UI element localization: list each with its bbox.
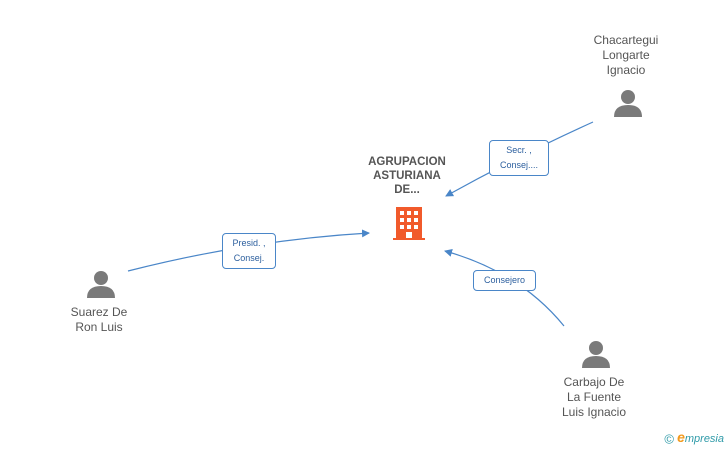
person-name-suarez[interactable]: Suarez De Ron Luis (49, 305, 149, 335)
person-line: Ignacio (606, 63, 646, 77)
person-icon[interactable] (613, 88, 643, 118)
person-line: Ron Luis (75, 320, 123, 334)
relation-label-carbajo[interactable]: Consejero (473, 270, 536, 291)
brand-logo-e: e (677, 429, 685, 445)
person-line: Luis Ignacio (561, 405, 627, 419)
company-name-line-2: ASTURIANA (373, 170, 441, 182)
person-line: Carbajo De (563, 375, 625, 389)
brand-wordmark: mpresia (684, 433, 724, 445)
relation-line: Presid. , (232, 238, 266, 248)
person-line: La Fuente (566, 390, 622, 404)
company-name[interactable]: AGRUPACION ASTURIANA DE... (357, 155, 457, 197)
relation-label-chacartegui[interactable]: Secr. , Consej.... (489, 140, 549, 176)
relation-line: Secr. , (506, 145, 532, 155)
person-line: Chacartegui (593, 33, 659, 47)
company-name-line-1: AGRUPACION (368, 156, 446, 168)
copyright-symbol: © (664, 431, 675, 447)
relation-line: Consej. (233, 253, 265, 263)
person-line: Suarez De (70, 305, 128, 319)
person-name-carbajo[interactable]: Carbajo De La Fuente Luis Ignacio (544, 375, 644, 420)
person-line: Longarte (602, 48, 650, 62)
building-icon[interactable] (393, 205, 425, 241)
relation-line: Consej.... (499, 160, 539, 170)
company-name-line-3: DE... (394, 184, 420, 196)
relation-label-suarez[interactable]: Presid. , Consej. (222, 233, 276, 269)
relation-line: Consejero (483, 275, 526, 285)
person-name-chacartegui[interactable]: Chacartegui Longarte Ignacio (576, 33, 676, 78)
brand-watermark: © empresia (664, 429, 724, 447)
person-icon[interactable] (86, 269, 116, 299)
person-icon[interactable] (581, 339, 611, 369)
